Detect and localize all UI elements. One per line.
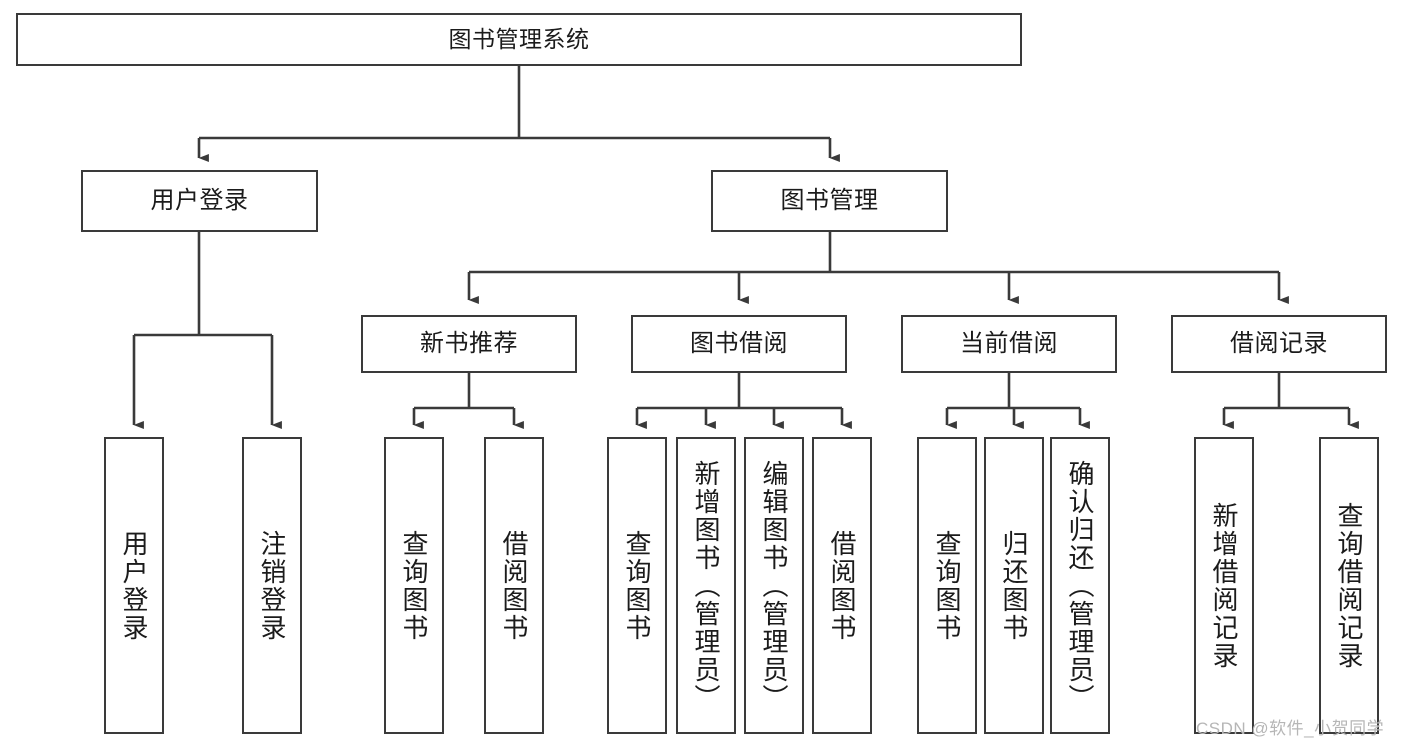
leaf-book-borrow-add[interactable]: 新增图书（管理员） xyxy=(676,437,736,734)
node-user-login-label: 用户登录 xyxy=(150,187,249,215)
node-new-book-recommend-label: 新书推荐 xyxy=(420,330,518,358)
leaf-current-borrow-return[interactable]: 归还图书 xyxy=(984,437,1044,734)
leaf-label: 注销登录 xyxy=(257,529,287,642)
leaf-book-borrow-edit[interactable]: 编辑图书（管理员） xyxy=(744,437,804,734)
leaf-label: 查询图书 xyxy=(932,529,962,642)
leaf-book-borrow-lend[interactable]: 借阅图书 xyxy=(812,437,872,734)
leaf-label: 新增图书（管理员） xyxy=(691,459,721,712)
leaf-current-borrow-query[interactable]: 查询图书 xyxy=(917,437,977,734)
node-book-management-label: 图书管理 xyxy=(780,187,879,215)
node-root-label: 图书管理系统 xyxy=(448,26,590,53)
node-user-login[interactable]: 用户登录 xyxy=(81,170,318,232)
leaf-new-book-query[interactable]: 查询图书 xyxy=(384,437,444,734)
leaf-label: 用户登录 xyxy=(119,529,149,642)
leaf-user-login-signout[interactable]: 注销登录 xyxy=(242,437,302,734)
node-book-borrow-label: 图书借阅 xyxy=(690,330,788,358)
node-borrow-record[interactable]: 借阅记录 xyxy=(1171,315,1387,373)
leaf-borrow-record-add[interactable]: 新增借阅记录 xyxy=(1194,437,1254,734)
leaf-label: 确认归还（管理员） xyxy=(1065,459,1095,712)
leaf-label: 借阅图书 xyxy=(827,529,857,642)
leaf-current-borrow-confirm[interactable]: 确认归还（管理员） xyxy=(1050,437,1110,734)
leaf-borrow-record-query[interactable]: 查询借阅记录 xyxy=(1319,437,1379,734)
leaf-label: 借阅图书 xyxy=(499,529,529,642)
node-current-borrow-label: 当前借阅 xyxy=(960,330,1058,358)
leaf-label: 查询借阅记录 xyxy=(1334,501,1364,670)
leaf-label: 新增借阅记录 xyxy=(1209,501,1239,670)
leaf-book-borrow-query[interactable]: 查询图书 xyxy=(607,437,667,734)
leaf-label: 编辑图书（管理员） xyxy=(759,459,789,712)
node-book-management[interactable]: 图书管理 xyxy=(711,170,948,232)
leaf-label: 查询图书 xyxy=(399,529,429,642)
node-current-borrow[interactable]: 当前借阅 xyxy=(901,315,1117,373)
node-borrow-record-label: 借阅记录 xyxy=(1230,330,1328,358)
leaf-label: 查询图书 xyxy=(622,529,652,642)
leaf-user-login-signin[interactable]: 用户登录 xyxy=(104,437,164,734)
node-book-borrow[interactable]: 图书借阅 xyxy=(631,315,847,373)
leaf-new-book-borrow[interactable]: 借阅图书 xyxy=(484,437,544,734)
leaf-label: 归还图书 xyxy=(999,529,1029,642)
node-root[interactable]: 图书管理系统 xyxy=(16,13,1022,66)
node-new-book-recommend[interactable]: 新书推荐 xyxy=(361,315,577,373)
